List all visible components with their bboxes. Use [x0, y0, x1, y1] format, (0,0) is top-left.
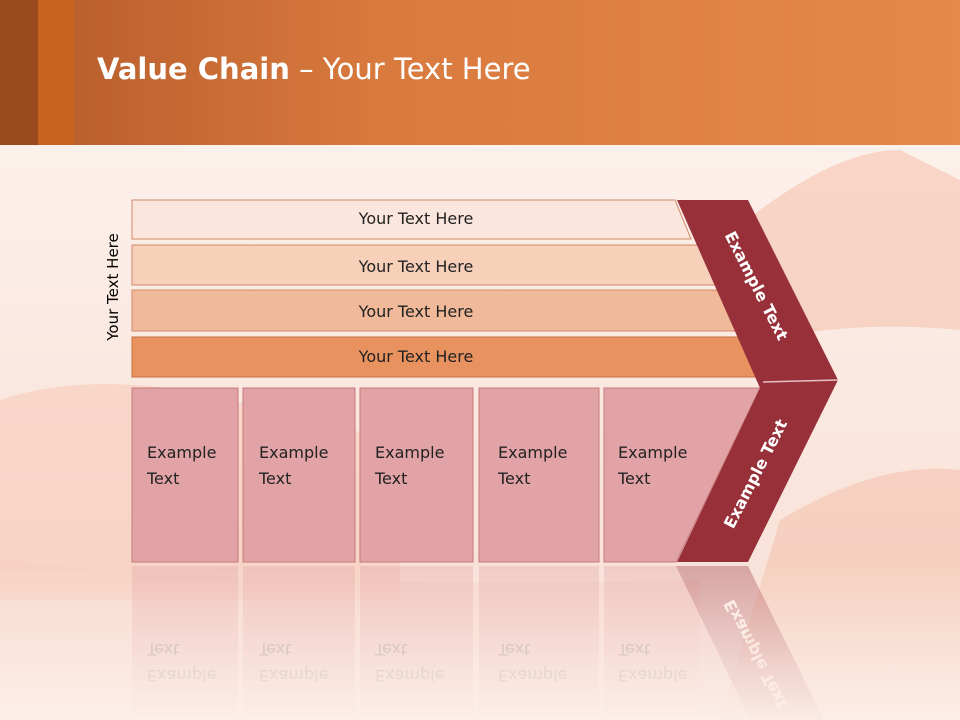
band-label-4: Your Text Here [358, 347, 474, 366]
header-bar [0, 0, 960, 145]
reflection-fade [0, 563, 960, 720]
column-box-2 [242, 387, 356, 563]
band-label-1: Your Text Here [358, 209, 474, 228]
column-label-line: Text [147, 469, 180, 488]
band-label-3: Your Text Here [358, 302, 474, 321]
chevron-divider [762, 379, 839, 383]
column-label-line: Text [375, 469, 408, 488]
band-1 [131, 199, 692, 240]
column-label-line: Text [498, 469, 531, 488]
band-label-2: Your Text Here [358, 257, 474, 276]
header-accent-strip [0, 0, 38, 145]
column-box-4 [478, 387, 600, 563]
column-label-line: Example [618, 443, 688, 462]
chevron-arrow [677, 200, 838, 562]
column-box-1 [131, 387, 239, 563]
header-accent-strip [38, 0, 74, 145]
slide-title-bold: Value Chain [97, 52, 290, 86]
column-box-5 [603, 387, 761, 563]
column-box-3 [359, 387, 474, 563]
column-label-line: Text [259, 469, 292, 488]
column-label-line: Text [618, 469, 651, 488]
column-label-line: Example [498, 443, 568, 462]
slide-title-rest: – Your Text Here [289, 52, 531, 86]
column-label-line: Example [375, 443, 445, 462]
column-label-line: Example [259, 443, 329, 462]
slide-title: Value Chain – Your Text Here [97, 52, 531, 86]
column-label-line: Example [147, 443, 217, 462]
